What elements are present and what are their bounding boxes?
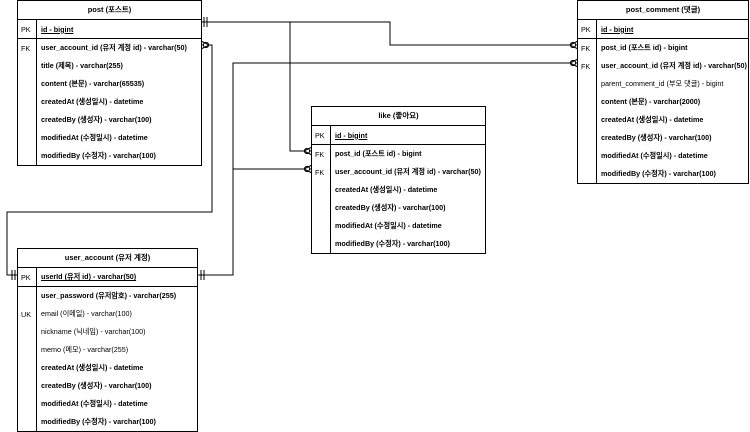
column-row: nickname (닉네임) - varchar(100) [18,323,197,341]
column-row: modifiedAt (수정일시) - datetime [18,129,201,147]
column-text: user_account_id (유저 계정 id) - varchar(50) [36,39,201,57]
column-text: content (본문) - varchar(65535) [36,75,201,93]
column-text: createdBy (생성자) - varchar(100) [596,129,748,147]
one-marker [11,17,208,280]
column-row: FK user_account_id (유저 계정 id) - varchar(5… [18,39,201,57]
key-badge: PK [581,24,591,34]
entity-title: post (포스트) [18,1,201,20]
key-badge: FK [315,149,325,159]
column-text: user_account_id (유저 계정 id) - varchar(50) [330,163,485,181]
column-text: id - bigint [596,20,748,38]
column-text: user_account_id (유저 계정 id) - varchar(50) [596,57,748,75]
key-badge: FK [315,167,325,177]
column-row: user_password (유저암호) - varchar(255) [18,287,197,305]
key-badge: PK [315,130,325,140]
column-row: FK user_account_id (유저 계정 id) - varchar(5… [312,163,485,181]
column-text: modifiedAt (수정일시) - datetime [596,147,748,165]
column-text: createdAt (생성일시) - datetime [36,359,197,377]
column-text: modifiedBy (수정자) - varchar(100) [36,413,197,431]
column-row: createdBy (생성자) - varchar(100) [18,377,197,395]
column-row: PK userId (유저 id) - varchar(50) [18,268,197,287]
key-badge: FK [581,43,591,53]
column-text: createdAt (생성일시) - datetime [36,93,201,111]
column-row: createdBy (생성자) - varchar(100) [312,199,485,217]
column-row: modifiedAt (수정일시) - datetime [312,217,485,235]
column-row: modifiedBy (수정자) - varchar(100) [578,165,748,183]
column-row: FK user_account_id (유저 계정 id) - varchar(5… [578,57,748,75]
column-row: createdAt (생성일시) - datetime [18,93,201,111]
column-row: createdBy (생성자) - varchar(100) [578,129,748,147]
column-row: PK id - bigint [578,20,748,39]
entity-user-account[interactable]: user_account (유저 계정) PK userId (유저 id) - v… [17,248,198,432]
column-text: createdBy (생성자) - varchar(100) [36,377,197,395]
column-text: createdAt (생성일시) - datetime [330,181,485,199]
column-text: content (본문) - varchar(2000) [596,93,748,111]
entity-title: like (좋아요) [312,107,485,126]
column-text: userId (유저 id) - varchar(50) [36,268,197,286]
column-row: content (본문) - varchar(65535) [18,75,201,93]
column-text: memo (메모) - varchar(255) [36,341,197,359]
column-text: nickname (닉네임) - varchar(100) [36,323,197,341]
column-row: FK post_id (포스트 id) - bigint [312,145,485,163]
entity-title: user_account (유저 계정) [18,249,197,268]
entity-title: post_comment (댓글) [578,1,748,20]
column-text: user_password (유저암호) - varchar(255) [36,287,197,305]
key-badge: PK [21,24,31,34]
rel-post-to-like [201,21,312,152]
column-row: PK id - bigint [312,126,485,145]
column-row: createdAt (생성일시) - datetime [578,111,748,129]
column-row: UK email (이메일) - varchar(100) [18,305,197,323]
column-row: parent_comment_id (부모 댓글) - bigint [578,75,748,93]
column-text: parent_comment_id (부모 댓글) - bigint [596,75,748,93]
column-row: modifiedBy (수정자) - varchar(100) [312,235,485,253]
column-row: content (본문) - varchar(2000) [578,93,748,111]
many-marker [200,40,579,174]
column-row: createdBy (생성자) - varchar(100) [18,111,201,129]
column-row: createdAt (생성일시) - datetime [18,359,197,377]
column-text: post_id (포스트 id) - bigint [330,145,485,163]
column-text: modifiedAt (수정일시) - datetime [36,395,197,413]
column-text: modifiedAt (수정일시) - datetime [36,129,201,147]
column-row: modifiedAt (수정일시) - datetime [578,147,748,165]
rel-post-to-post-comment [201,21,578,46]
key-badge: FK [21,43,31,53]
column-row: memo (메모) - varchar(255) [18,341,197,359]
column-row: title (제목) - varchar(255) [18,57,201,75]
column-row: modifiedBy (수정자) - varchar(100) [18,413,197,431]
key-badge: UK [21,309,31,319]
column-text: createdBy (생성자) - varchar(100) [330,199,485,217]
column-text: createdAt (생성일시) - datetime [596,111,748,129]
column-text: createdBy (생성자) - varchar(100) [36,111,201,129]
column-row: PK id - bigint [18,20,201,39]
column-row: modifiedAt (수정일시) - datetime [18,395,197,413]
column-text: modifiedBy (수정자) - varchar(100) [36,147,201,165]
column-row: createdAt (생성일시) - datetime [312,181,485,199]
column-text: id - bigint [330,126,485,144]
column-text: modifiedAt (수정일시) - datetime [330,217,485,235]
key-badge: PK [21,272,31,282]
column-row: modifiedBy (수정자) - varchar(100) [18,147,201,165]
column-text: email (이메일) - varchar(100) [36,305,197,323]
rel-user-to-post [6,44,213,276]
column-text: title (제목) - varchar(255) [36,57,201,75]
column-text: post_id (포스트 id) - bigint [596,39,748,57]
column-text: id - bigint [36,20,201,38]
column-text: modifiedBy (수정자) - varchar(100) [330,235,485,253]
key-badge: FK [581,61,591,71]
column-text: modifiedBy (수정자) - varchar(100) [596,165,748,183]
column-row: FK post_id (포스트 id) - bigint [578,39,748,57]
